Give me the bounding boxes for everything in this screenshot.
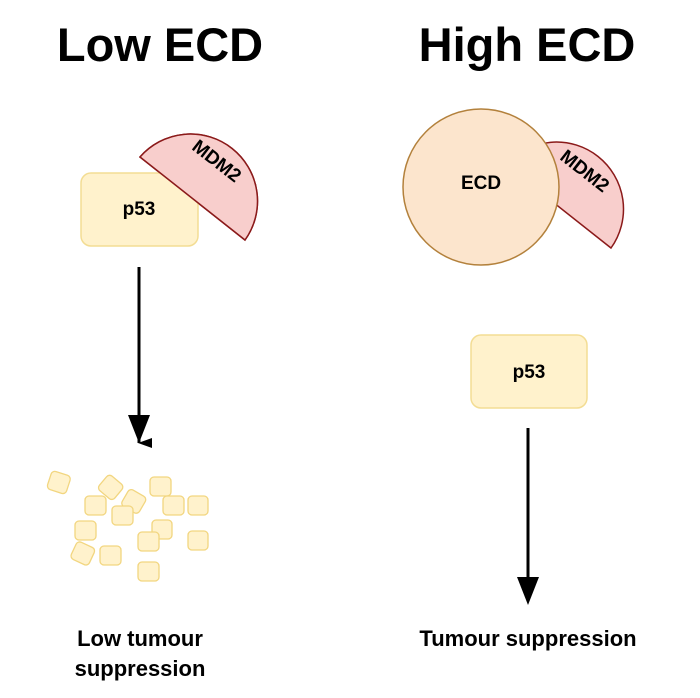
low-ecd-panel: Low ECD MDM2 p53 MDM2 — [46, 18, 263, 681]
p53-fragment — [97, 474, 124, 501]
p53-fragment — [70, 541, 96, 566]
low-arrowhead — [128, 415, 150, 443]
high-p53: p53 — [470, 334, 588, 409]
low-ecd-title: Low ECD — [57, 18, 263, 71]
p53-fragment — [149, 476, 172, 497]
ecd: ECD — [402, 108, 560, 266]
high-ecd-title: High ECD — [419, 18, 636, 71]
p53-fragment — [46, 470, 71, 495]
p53-fragment — [137, 531, 160, 552]
low-outcome-line1: Low tumour — [77, 626, 203, 651]
high-outcome: Tumour suppression — [419, 626, 636, 651]
p53-fragment — [162, 495, 185, 516]
p53-fragment — [111, 505, 134, 526]
p53-fragment — [99, 545, 122, 566]
p53-fragment — [74, 520, 97, 541]
low-p53-label: p53 — [123, 199, 156, 220]
p53-fragment — [84, 495, 107, 516]
ecd-label: ECD — [461, 173, 501, 194]
ecd-circle — [402, 108, 560, 266]
p53-fragment — [187, 495, 209, 516]
high-p53-label: p53 — [513, 362, 546, 383]
low-p53: p53 — [80, 172, 199, 247]
high-p53-box — [470, 334, 588, 409]
low-p53-box — [80, 172, 199, 247]
low-mdm2-overlap — [138, 133, 259, 242]
p53-fragment — [187, 530, 209, 551]
low-outcome-line2: suppression — [75, 656, 206, 681]
p53-fragments — [46, 470, 209, 582]
p53-fragment — [137, 561, 160, 582]
high-ecd-panel: High ECD MDM2 ECD p53 Tumour suppression — [402, 18, 637, 651]
high-arrowhead — [517, 577, 539, 605]
